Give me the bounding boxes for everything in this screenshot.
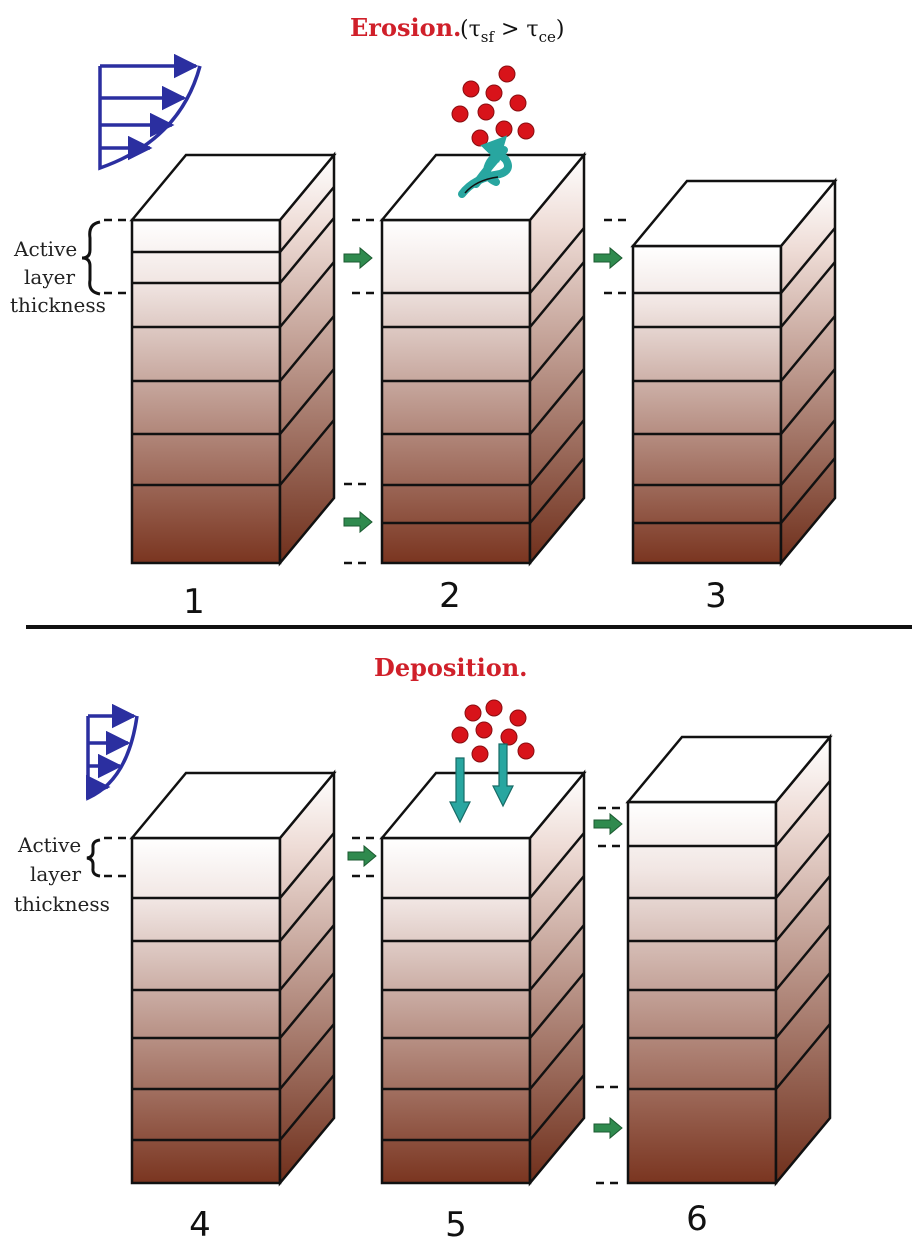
velocity-profile-icon <box>98 53 202 171</box>
deposition-title: Deposition. <box>374 653 528 682</box>
active-layer-label: Active layer thickness <box>14 833 110 916</box>
active-layer-label-line: layer <box>30 862 81 886</box>
settling-arrow-icon <box>449 743 514 824</box>
resuspension-arrow-icon <box>458 135 512 198</box>
active-layer-label-line: thickness <box>14 892 110 916</box>
sediment-particle-icon <box>451 699 535 763</box>
active-layer-label-line: thickness <box>10 293 106 317</box>
sediment-column-2 <box>344 65 587 567</box>
active-layer-label-line: Active <box>13 237 77 261</box>
brace-icon <box>86 838 101 878</box>
sediment-column-6 <box>596 733 833 1187</box>
deposition-section: Deposition. Active layer thickness <box>14 653 833 1243</box>
active-layer-label-line: layer <box>24 265 75 289</box>
sediment-column-1 <box>104 151 337 567</box>
layer-shift-arrow-icon <box>343 246 623 534</box>
column-number: 1 <box>183 582 205 622</box>
column-number: 2 <box>439 576 461 616</box>
column-number: 3 <box>705 576 727 616</box>
sediment-column-5 <box>352 699 587 1187</box>
column-number: 5 <box>445 1205 467 1243</box>
erosion-condition: (τsf > τce) <box>460 17 564 46</box>
sediment-column-3 <box>604 177 838 567</box>
layer-shift-arrow-icon <box>347 812 623 1140</box>
active-layer-label-line: Active <box>17 833 81 857</box>
column-number: 6 <box>686 1199 708 1239</box>
column-number: 4 <box>189 1205 211 1243</box>
erosion-section: Erosion. (τsf > τce) Active layer thickn… <box>10 13 838 622</box>
erosion-title: Erosion. <box>350 13 461 42</box>
sediment-column-4 <box>104 769 337 1187</box>
velocity-profile-icon <box>85 703 139 801</box>
sediment-particle-icon <box>451 65 535 147</box>
active-layer-label: Active layer thickness <box>10 220 106 317</box>
brace-icon <box>81 220 101 296</box>
